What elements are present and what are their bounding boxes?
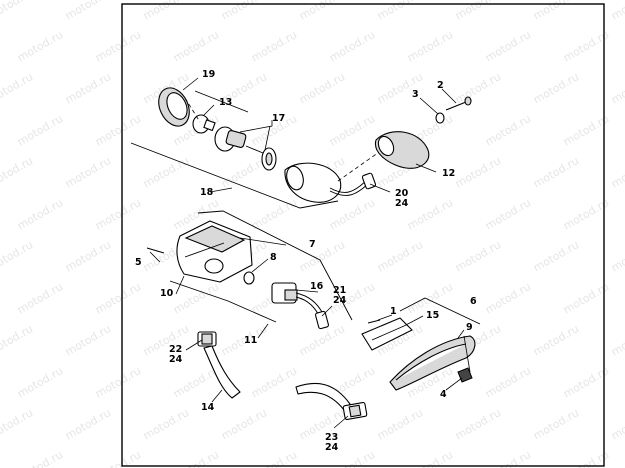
tail-lamp-housing-part — [176, 220, 253, 283]
watermark-text: motod.ru — [0, 322, 35, 358]
watermark-text: motod.ru — [0, 406, 35, 442]
upper-group-line — [130, 142, 339, 209]
watermark-text: motod.ru — [63, 154, 113, 190]
base-group-line — [399, 297, 481, 325]
watermark-text: motod.ru — [63, 406, 113, 442]
watermark-text: motod.ru — [63, 238, 113, 274]
socket-part — [214, 126, 277, 171]
callout-1: 1 — [390, 306, 397, 317]
callout-10: 10 — [160, 288, 174, 299]
callout-13: 13 — [219, 97, 232, 108]
screw-part — [445, 96, 472, 111]
watermark-text: motod.ru — [609, 406, 625, 442]
callout-21: 21 — [333, 285, 346, 296]
callout-3: 3 — [412, 89, 419, 100]
callout-labels: 19 13 17 2 3 12 18 20 24 5 7 8 10 11 16 … — [135, 69, 477, 453]
watermark-text: motod.ru — [15, 112, 65, 148]
watermark-text: motod.ru — [609, 238, 625, 274]
callout-18: 18 — [200, 187, 214, 198]
watermark-text: motod.ru — [0, 70, 35, 106]
callout-4: 4 — [440, 389, 447, 400]
callout-12: 12 — [442, 168, 455, 179]
callout-15: 15 — [426, 310, 439, 321]
callout-23-24: 24 — [325, 442, 339, 453]
callout-17: 17 — [272, 113, 285, 124]
watermark-text: motod.ru — [609, 70, 625, 106]
callout-20-24: 24 — [395, 198, 409, 209]
watermark-text: motod.ru — [15, 364, 65, 400]
leader-lines — [149, 77, 471, 429]
watermark-text: motod.ru — [0, 0, 35, 23]
watermark-text: motod.ru — [609, 154, 625, 190]
watermark-text: motod.ru — [15, 28, 65, 64]
tail-bulb-part — [243, 271, 255, 285]
watermark-text: motod.ru — [63, 322, 113, 358]
screw-5-part — [146, 247, 165, 254]
callout-8: 8 — [270, 252, 277, 263]
callout-19: 19 — [202, 69, 215, 80]
harness-23-part — [295, 382, 368, 421]
lower-group-line-2 — [169, 280, 277, 323]
harness-14-part — [203, 345, 241, 399]
watermark-text: motod.ru — [0, 154, 35, 190]
watermark-text: motod.ru — [609, 322, 625, 358]
callout-5: 5 — [135, 257, 142, 268]
callout-11: 11 — [244, 335, 257, 346]
watermark-text: motod.ru — [15, 280, 65, 316]
connector-22-part — [197, 331, 217, 347]
bulb-part — [192, 114, 216, 134]
watermark-text: motod.ru — [0, 238, 35, 274]
callout-20: 20 — [395, 188, 409, 199]
callout-7: 7 — [309, 239, 316, 250]
callout-2: 2 — [437, 80, 444, 91]
callout-16: 16 — [310, 281, 324, 292]
watermark-text: motod.ru — [609, 0, 625, 23]
watermark-text: motod.ru — [63, 70, 113, 106]
callout-22: 22 — [169, 344, 182, 355]
screw-1-part — [367, 319, 381, 324]
bezel-part — [375, 131, 430, 169]
callout-14: 14 — [201, 402, 215, 413]
upper-group-line-2 — [194, 90, 249, 113]
callout-22-24: 24 — [169, 354, 183, 365]
lamp-housing-part — [284, 162, 342, 203]
callout-21-24: 24 — [333, 295, 347, 306]
watermark-text: motod.ru — [63, 0, 113, 23]
alignment-line — [337, 149, 383, 182]
lens-ring-part — [158, 87, 190, 127]
callout-9: 9 — [466, 322, 473, 333]
callout-6: 6 — [470, 296, 477, 307]
tail-socket-part — [271, 282, 330, 330]
lower-group-line — [197, 210, 353, 321]
washer-part — [435, 112, 445, 124]
alignment-line-2 — [184, 97, 201, 123]
base-plate-part — [389, 335, 476, 391]
bracket-part — [361, 317, 413, 351]
watermark-text: motod.ru — [15, 196, 65, 232]
callout-23: 23 — [325, 432, 338, 443]
watermark-text: motod.ru — [15, 448, 65, 468]
